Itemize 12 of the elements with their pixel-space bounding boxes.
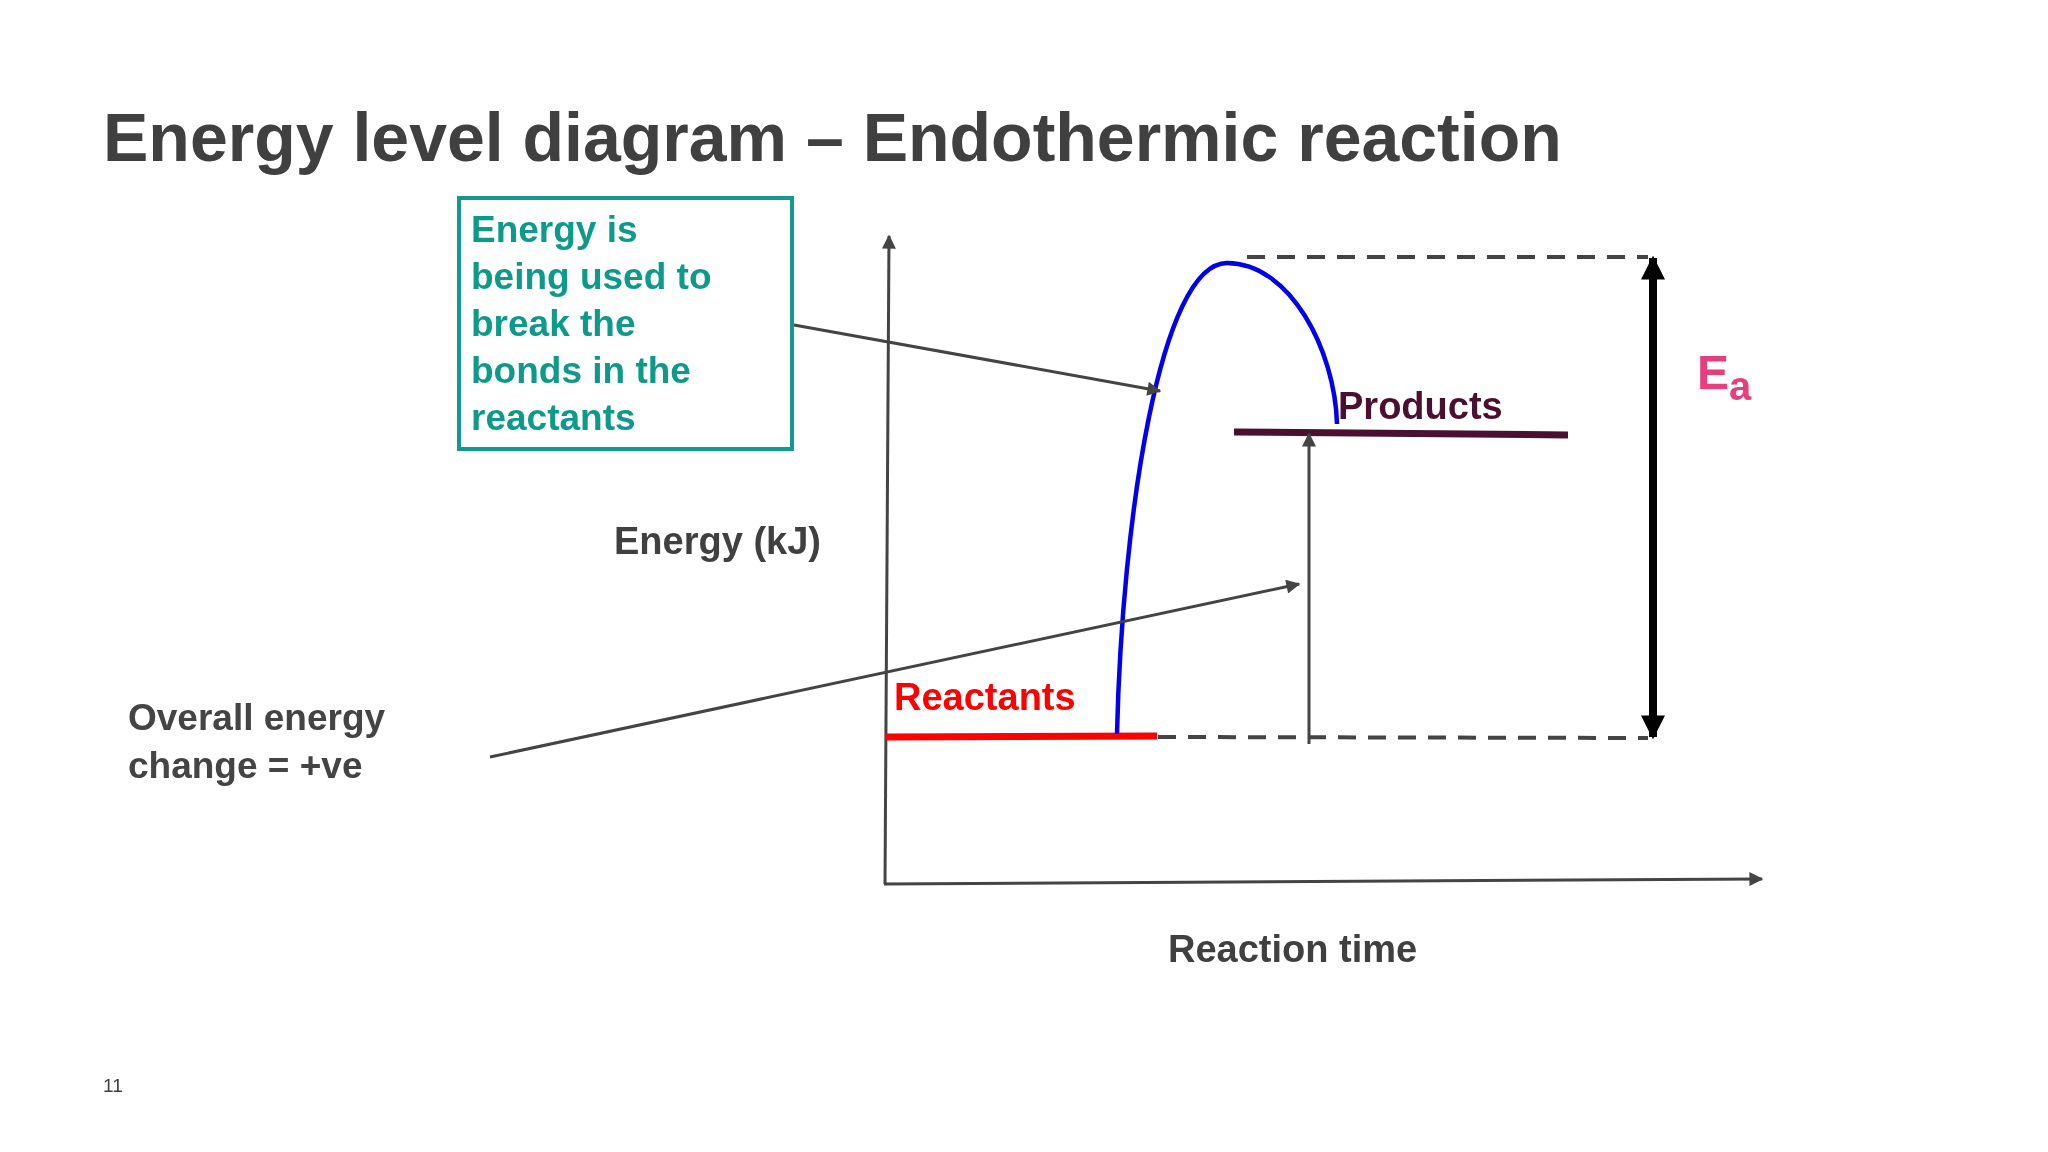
callout-box: Energy is being used to break the bonds in the reactants <box>457 196 794 451</box>
axis-label: Reaction time <box>1168 928 1418 971</box>
axis-label: Energy (kJ) <box>614 520 821 563</box>
page-number: 11 <box>103 1075 123 1097</box>
leader-line <box>793 323 1162 396</box>
leader-line <box>489 579 1301 759</box>
energy-curve <box>1114 260 1340 735</box>
energy-level-label: Reactants <box>894 676 1076 719</box>
energy-level-label: Products <box>1338 385 1503 428</box>
title: Energy level diagram – Endothermic reaction <box>103 98 1562 176</box>
annotation-text: Overall energy change = +ve <box>128 696 387 788</box>
activation-energy-label: E$_{a}$ <box>1697 345 1752 409</box>
